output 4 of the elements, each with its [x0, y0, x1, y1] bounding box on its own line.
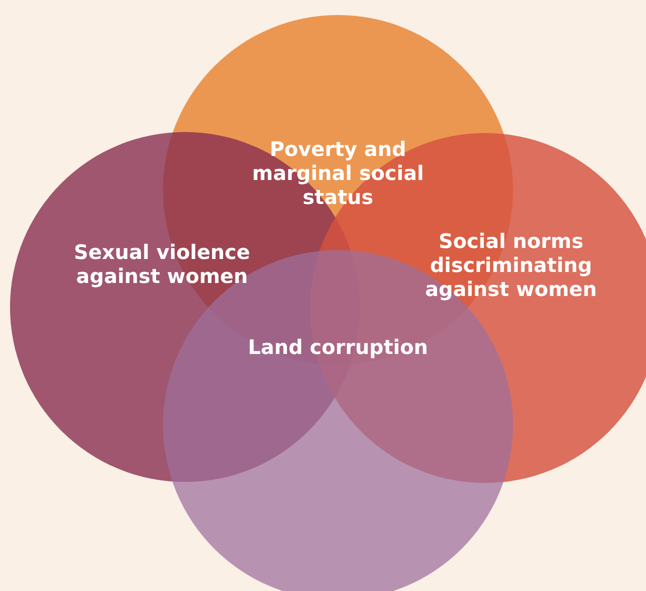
circle-label: Poverty and marginal social status	[251, 137, 425, 209]
circle-label: Land corruption	[246, 335, 430, 359]
circle-label: Sexual violence against women	[72, 240, 252, 288]
circle-label: Social norms discriminating against women	[424, 229, 598, 301]
